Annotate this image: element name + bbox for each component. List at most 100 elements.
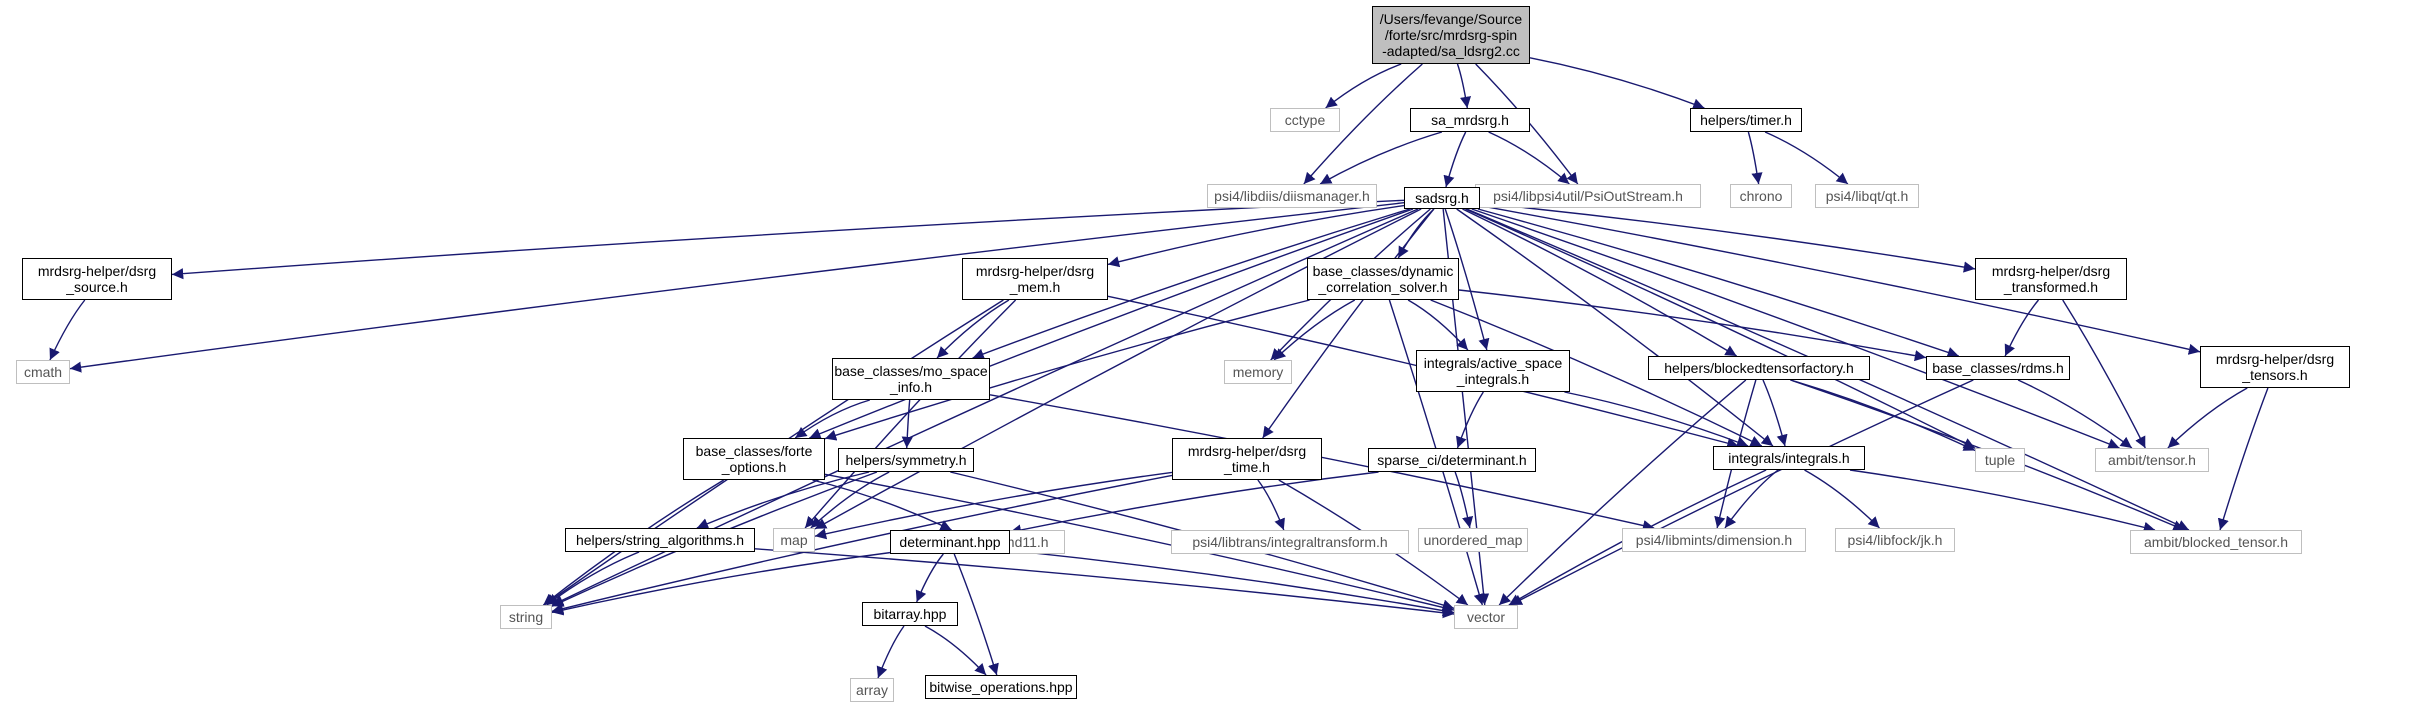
edge-dsrg_transformed-to-ambit_tensor — [2062, 299, 2146, 449]
node-dsrg-mem[interactable]: mrdsrg-helper/dsrg _mem.h — [962, 258, 1108, 300]
node-cctype[interactable]: cctype — [1270, 108, 1340, 132]
edge-timer-to-chrono — [1747, 131, 1763, 185]
node-sa-mrdsrg[interactable]: sa_mrdsrg.h — [1410, 108, 1530, 132]
edge-determinant_h-to-determinant_hpp — [1009, 471, 1379, 536]
node-forte-options[interactable]: base_classes/forte _options.h — [683, 438, 825, 480]
edge-dsrg_mem-to-mo_space — [936, 299, 1010, 359]
node-memory[interactable]: memory — [1224, 360, 1292, 384]
node-diismanager[interactable]: psi4/libdiis/diismanager.h — [1207, 184, 1377, 208]
edge-dsrg_time-to-map — [814, 471, 1173, 540]
edge-forte_options-to-pybind — [812, 479, 952, 531]
edge-sadsrg-to-dsrg_mem — [1107, 204, 1405, 268]
node-symmetry[interactable]: helpers/symmetry.h — [838, 448, 974, 472]
edge-integrals-to-ambit_blocked — [1849, 469, 2156, 533]
edge-sadsrg-to-ambit_tensor — [1471, 208, 2120, 450]
node-sadsrg[interactable]: sadsrg.h — [1404, 187, 1480, 209]
edge-blocked_factory-to-vector — [1498, 379, 1747, 606]
node-string[interactable]: string — [500, 605, 552, 629]
edge-integrals-to-jk — [1804, 469, 1880, 529]
node-timer[interactable]: helpers/timer.h — [1690, 108, 1802, 132]
node-mo-space-info[interactable]: base_classes/mo_space _info.h — [832, 358, 990, 400]
edge-dyn_corr-to-rdms — [1458, 289, 1927, 362]
node-chrono[interactable]: chrono — [1730, 184, 1792, 208]
node-vector[interactable]: vector — [1454, 605, 1518, 629]
edge-sadsrg-to-map — [814, 208, 1422, 530]
edge-sadsrg-to-dsrg_tensors — [1479, 205, 2201, 355]
node-qt[interactable]: psi4/libqt/qt.h — [1815, 184, 1919, 208]
node-dsrg-tensors[interactable]: mrdsrg-helper/dsrg _tensors.h — [2200, 346, 2350, 388]
edge-dyn_corr-to-memory — [1273, 299, 1356, 361]
node-dsrg-source[interactable]: mrdsrg-helper/dsrg _source.h — [22, 258, 172, 300]
node-tuple[interactable]: tuple — [1975, 448, 2025, 472]
edge-sadsrg-to-cmath — [69, 202, 1405, 373]
edge-symmetry-to-map — [810, 471, 890, 529]
edge-dsrg_transformed-to-rdms — [2004, 299, 2040, 357]
node-unordered-map[interactable]: unordered_map — [1418, 528, 1528, 552]
node-dsrg-time[interactable]: mrdsrg-helper/dsrg _time.h — [1172, 438, 1322, 480]
edge-sadsrg-to-active_space — [1444, 208, 1490, 351]
node-determinant-hpp[interactable]: determinant.hpp — [890, 530, 1010, 554]
node-map[interactable]: map — [773, 528, 815, 552]
node-bitwise-operations[interactable]: bitwise_operations.hpp — [925, 675, 1077, 699]
node-dsrg-transformed[interactable]: mrdsrg-helper/dsrg _transformed.h — [1975, 258, 2127, 300]
edge-blocked_factory-to-integrals — [1762, 379, 1788, 447]
edge-root-to-diis — [1303, 63, 1423, 185]
node-integrals[interactable]: integrals/integrals.h — [1713, 446, 1865, 470]
node-bitarray[interactable]: bitarray.hpp — [862, 602, 958, 626]
edge-rdms-to-ambit_tensor — [2017, 379, 2133, 449]
edge-sadsrg-to-forte_options — [809, 208, 1414, 439]
node-ambit-blocked-tensor[interactable]: ambit/blocked_tensor.h — [2130, 530, 2302, 554]
edge-string_alg-to-vector — [754, 548, 1455, 619]
edge-mo_space-to-forte_options — [794, 399, 870, 439]
node-string-algorithms[interactable]: helpers/string_algorithms.h — [565, 528, 755, 552]
edge-forte_options-to-vector — [824, 473, 1455, 613]
node-root-file[interactable]: /Users/fevange/Source /forte/src/mrdsrg-… — [1372, 6, 1530, 64]
edge-blocked_factory-to-tuple — [1790, 379, 1976, 452]
edge-determinant_hpp-to-vector — [1009, 549, 1455, 617]
edge-dsrg_time-to-string — [551, 474, 1173, 615]
edge-sadsrg-to-integrals — [1456, 208, 1774, 447]
edge-determinant_hpp-to-bitarray — [915, 553, 944, 603]
node-determinant-h[interactable]: sparse_ci/determinant.h — [1368, 448, 1536, 472]
node-ambit-tensor[interactable]: ambit/tensor.h — [2095, 448, 2209, 472]
node-dimension[interactable]: psi4/libmints/dimension.h — [1622, 528, 1806, 552]
edge-sadsrg-to-dsrg_source — [171, 199, 1405, 280]
edge-rdms-to-vector — [1510, 379, 1974, 606]
edge-root-to-timer — [1529, 57, 1705, 110]
edge-mo_space-to-dimension — [989, 394, 1655, 532]
node-cmath[interactable]: cmath — [16, 360, 70, 384]
edge-active_space-to-determinant_h — [1456, 391, 1484, 449]
edge-string_alg-to-string — [546, 551, 640, 606]
edge-dyn_corr-to-integrals — [1430, 299, 1763, 447]
edge-dsrg_tensors-to-ambit_blocked — [2217, 387, 2269, 531]
edge-dyn_corr-to-active_space — [1407, 299, 1469, 351]
node-rdms[interactable]: base_classes/rdms.h — [1926, 356, 2070, 380]
node-blockedtensorfactory[interactable]: helpers/blockedtensorfactory.h — [1648, 356, 1870, 380]
node-array[interactable]: array — [850, 678, 894, 702]
edge-dsrg_tensors-to-ambit_tensor — [2167, 387, 2248, 449]
edge-sadsrg-to-tuple — [1465, 208, 1976, 449]
node-active-space-integrals[interactable]: integrals/active_space _integrals.h — [1416, 350, 1570, 392]
node-psioutstream[interactable]: psi4/libpsi4util/PsiOutStream.h — [1475, 184, 1701, 208]
edge-sa_mrdsrg-to-diis — [1319, 131, 1443, 185]
node-dynamic-correlation-solver[interactable]: base_classes/dynamic _correlation_solver… — [1307, 258, 1459, 300]
node-integraltransform[interactable]: psi4/libtrans/integraltransform.h — [1171, 530, 1409, 554]
edge-sa_mrdsrg-to-sadsrg — [1443, 131, 1467, 188]
edge-root-to-cctype — [1325, 63, 1402, 109]
edge-bitarray-to-array — [876, 625, 905, 679]
edge-root-to-sa_mrdsrg — [1456, 63, 1472, 109]
edge-determinant_h-to-unordered_map — [1454, 471, 1474, 529]
edge-dyn_corr-to-forte_options — [824, 299, 1310, 441]
edge-integrals-to-dimension — [1724, 469, 1779, 529]
edge-determinant_hpp-to-string — [551, 551, 891, 616]
edge-dsrg_source-to-cmath — [49, 299, 86, 361]
edge-sadsrg-to-dsrg_time — [1262, 208, 1435, 439]
edge-sadsrg-to-dsrg_transformed — [1479, 202, 1976, 273]
edge-determinant_hpp-to-bitwise — [953, 553, 999, 676]
node-jk[interactable]: psi4/libfock/jk.h — [1835, 528, 1955, 552]
edge-dsrg_mem-to-map — [804, 299, 1017, 529]
edge-sadsrg-to-mo_space — [972, 208, 1410, 360]
edge-dsrg_time-to-integraltransform — [1257, 479, 1285, 531]
